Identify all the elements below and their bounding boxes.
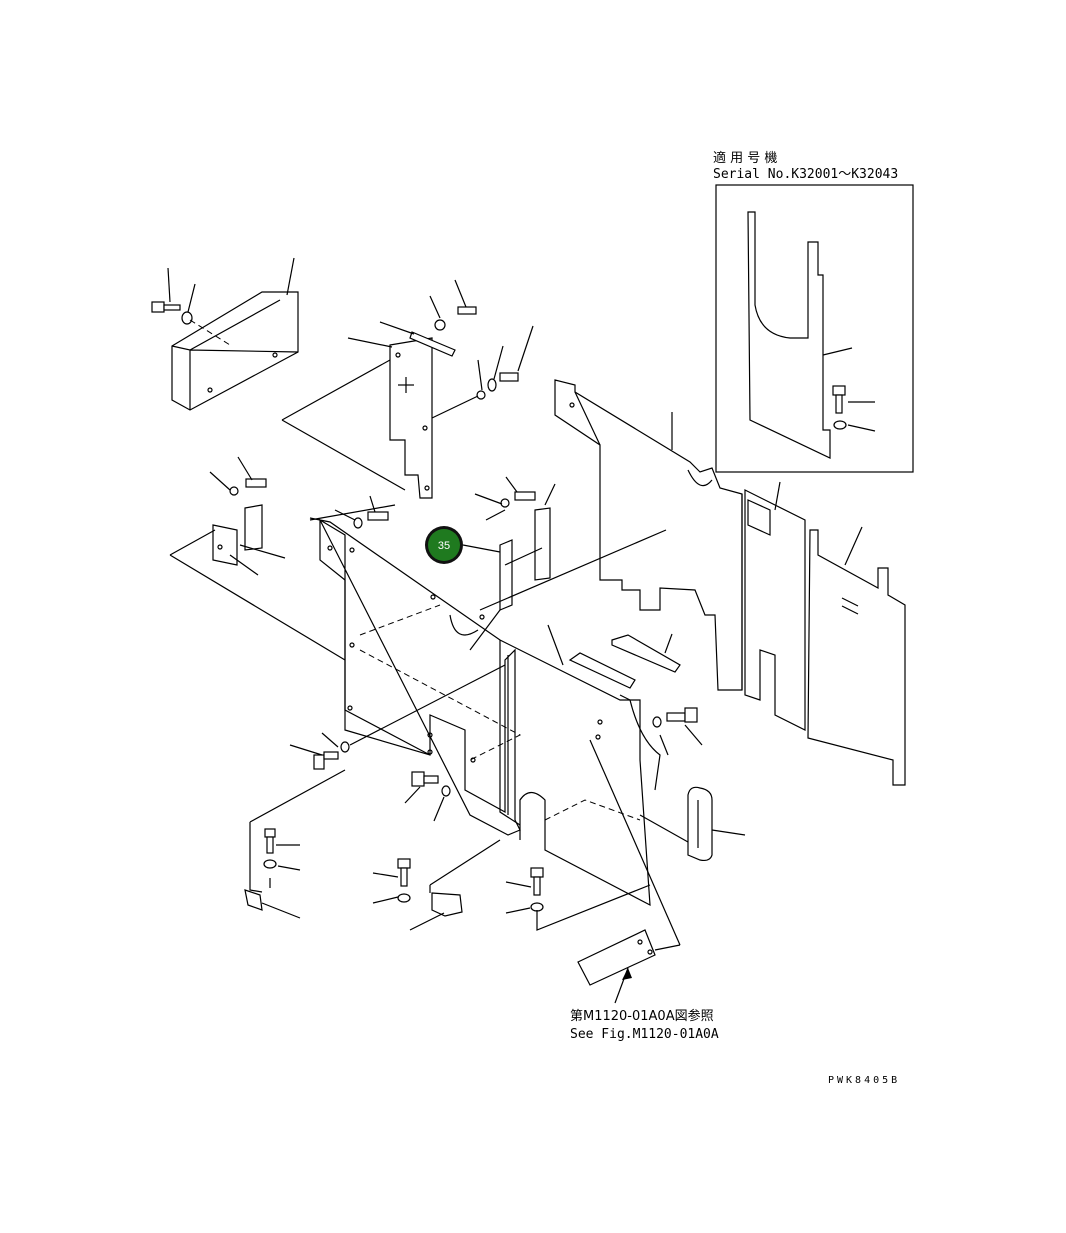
serial-jp-label: 適 用 号 機: [713, 150, 777, 166]
serial-number-label: Serial No.K32001～K32043: [713, 167, 898, 182]
lower-left-bracket: [244, 664, 506, 919]
inset-washer: [833, 420, 847, 430]
inset-bolt: [832, 385, 846, 414]
slotted-panel: [744, 481, 806, 731]
vertical-block: [469, 483, 667, 651]
bolt-icon: [151, 301, 165, 313]
washer-icon: [434, 319, 446, 331]
bracket-plate: [281, 279, 534, 499]
bottom-center-parts: [372, 771, 651, 931]
bolt-icon: [457, 306, 477, 315]
washer-icon: [229, 486, 239, 496]
inset-cover-plate: [747, 211, 831, 459]
spacer-bar: [611, 634, 681, 673]
serial-inset: 適 用 号 機 Serial No.K32001～K32043: [713, 150, 914, 473]
washer-icon: [181, 311, 193, 325]
bolt-icon: [245, 478, 267, 488]
right-fasteners: [639, 707, 746, 862]
reference-en-label: See Fig.M1120-01A0A: [570, 1027, 719, 1042]
left-small-parts: [169, 456, 346, 661]
bottom-angle-cover: [577, 739, 681, 1004]
callout-35-number: 35: [438, 540, 450, 552]
arrow-head: [622, 968, 632, 980]
drawing-code: PWK8405B: [828, 1075, 900, 1086]
callout-35-badge: [428, 529, 460, 561]
top-left-cover: [151, 257, 299, 411]
center-assembly: [309, 517, 681, 907]
right-frame: [554, 379, 743, 691]
reference-jp-label: 第M1120-01A0A図参照: [570, 1008, 714, 1024]
small-strap: [409, 331, 456, 357]
side-panel: [807, 526, 906, 786]
inset-leader: [822, 347, 853, 356]
bolt-icon: [499, 372, 519, 382]
center-fasteners: [309, 476, 536, 529]
callout-35-leader: [462, 544, 501, 553]
serial-inset-frame: [715, 184, 914, 473]
callout-35[interactable]: 35: [425, 526, 501, 564]
